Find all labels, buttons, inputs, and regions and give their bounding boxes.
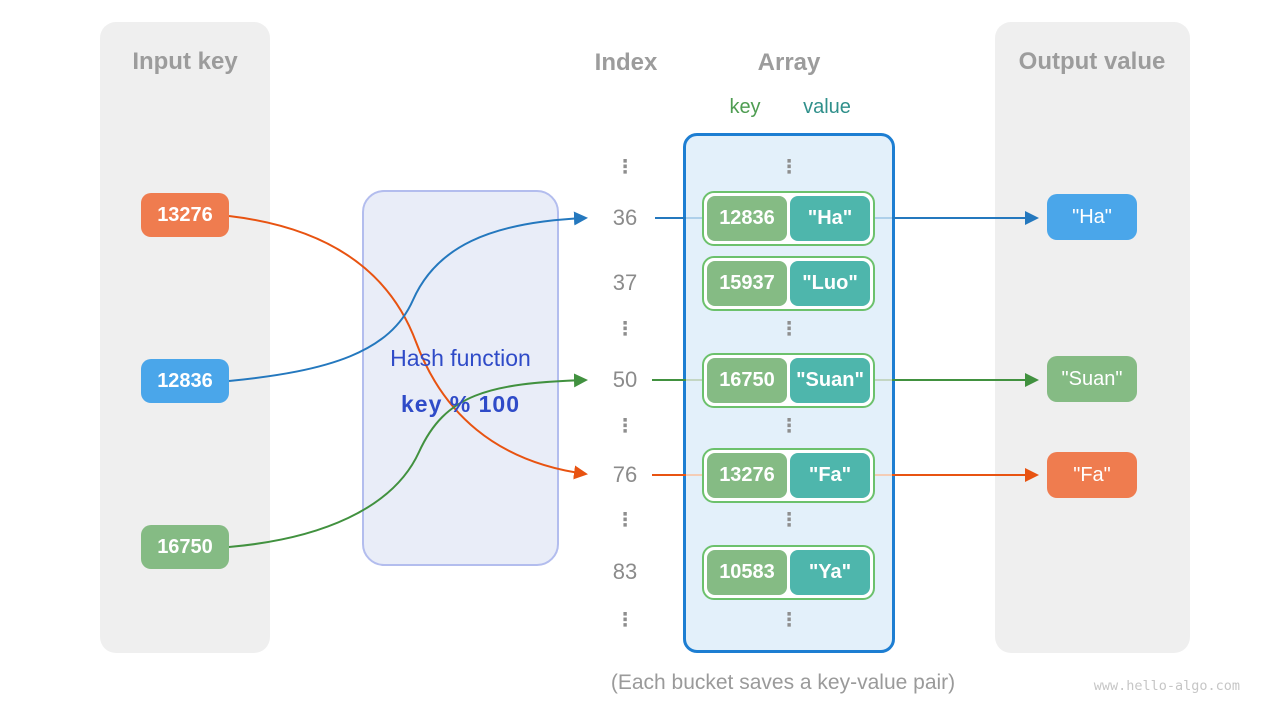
array-ellipsis: ⋮ xyxy=(779,319,799,340)
index-76: 76 xyxy=(612,462,638,487)
input-key-12836: 12836 xyxy=(141,359,229,403)
array-ellipsis: ⋮ xyxy=(779,510,799,531)
bucket-value: "Luo" xyxy=(790,261,870,306)
bucket-value: "Fa" xyxy=(790,453,870,498)
index-ellipsis: ⋮ xyxy=(615,510,635,531)
output-value-fa: "Fa" xyxy=(1047,452,1137,498)
hash-function-title: Hash function xyxy=(390,345,531,371)
array-ellipsis: ⋮ xyxy=(779,416,799,437)
bucket-index-83: 10583 "Ya" xyxy=(702,545,875,600)
output-panel-title: Output value xyxy=(1018,48,1166,75)
bucket-value: "Ya" xyxy=(790,550,870,595)
bucket-value: "Ha" xyxy=(790,196,870,241)
curve-16750-to-index50 xyxy=(228,373,588,548)
hash-function-box xyxy=(362,190,559,566)
array-column-title: Array xyxy=(757,49,821,76)
curve-13276-to-index76 xyxy=(228,215,588,480)
hash-function-formula: key % 100 xyxy=(401,391,520,417)
index-ellipsis: ⋮ xyxy=(615,416,635,437)
array-ellipsis: ⋮ xyxy=(779,157,799,178)
bucket-index-76: 13276 "Fa" xyxy=(702,448,875,503)
bucket-key: 16750 xyxy=(707,358,787,403)
bucket-index-50: 16750 "Suan" xyxy=(702,353,875,408)
bucket-key: 10583 xyxy=(707,550,787,595)
site-watermark: www.hello-algo.com xyxy=(1093,678,1240,694)
index-ellipsis: ⋮ xyxy=(615,319,635,340)
array-ellipsis: ⋮ xyxy=(779,610,799,631)
index-37: 37 xyxy=(612,270,638,295)
bucket-key: 12836 xyxy=(707,196,787,241)
diagram-caption: (Each bucket saves a key-value pair) xyxy=(610,671,956,694)
index-83: 83 xyxy=(612,559,638,584)
index-column-title: Index xyxy=(594,49,658,76)
index-50: 50 xyxy=(612,367,638,392)
output-value-panel xyxy=(995,22,1190,653)
bucket-index-37: 15937 "Luo" xyxy=(702,256,875,311)
bucket-key: 15937 xyxy=(707,261,787,306)
index-ellipsis: ⋮ xyxy=(615,157,635,178)
curve-12836-to-index36 xyxy=(228,211,588,382)
bucket-key: 13276 xyxy=(707,453,787,498)
output-value-ha: "Ha" xyxy=(1047,194,1137,240)
output-value-suan: "Suan" xyxy=(1047,356,1137,402)
index-ellipsis: ⋮ xyxy=(615,610,635,631)
array-key-label: key xyxy=(729,96,761,118)
bucket-index-36: 12836 "Ha" xyxy=(702,191,875,246)
input-panel-title: Input key xyxy=(132,48,238,75)
bucket-value: "Suan" xyxy=(790,358,870,403)
index-36: 36 xyxy=(612,205,638,230)
input-key-16750: 16750 xyxy=(141,525,229,569)
array-value-label: value xyxy=(803,96,851,118)
input-key-13276: 13276 xyxy=(141,193,229,237)
